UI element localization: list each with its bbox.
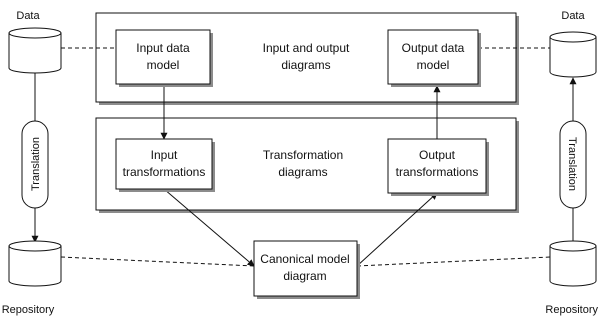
canonical-model-line2: diagram <box>283 269 326 283</box>
repository-left-cylinder-icon <box>8 240 62 287</box>
canonical-model-box <box>253 240 358 297</box>
input-data-model-line2: model <box>147 58 180 72</box>
data-right-cylinder-icon <box>549 31 597 78</box>
output-transformations-line2: transformations <box>396 165 479 179</box>
transformation-diagrams-line2: diagrams <box>278 165 327 179</box>
data-left-label: Data <box>16 10 40 22</box>
dashed-link-repository-left <box>60 256 255 267</box>
canonical-model-line1: Canonical model <box>260 252 349 266</box>
repository-left-label: Repository <box>2 304 55 316</box>
io-diagrams-line2: diagrams <box>281 58 330 72</box>
input-data-model-box <box>115 29 211 85</box>
repository-right-cylinder-icon <box>549 240 597 287</box>
arrow-canonical-to-output-transformations <box>356 192 438 267</box>
repository-right-label: Repository <box>545 304 598 316</box>
data-left-cylinder-icon <box>8 27 62 74</box>
translation-left-capsule <box>21 120 49 209</box>
input-transformations-line2: transformations <box>123 165 206 179</box>
output-data-model-box <box>387 29 479 85</box>
translation-right-label: Translation <box>566 137 578 191</box>
io-diagrams-line1: Input and output <box>263 41 350 55</box>
input-data-model-line1: Input data <box>136 41 190 55</box>
transformation-diagrams-line1: Transformation <box>263 148 343 162</box>
input-transformations-box <box>115 138 213 190</box>
arrow-input-transformations-to-canonical <box>163 188 255 267</box>
output-transformations-box <box>387 138 487 194</box>
dashed-link-repository-right <box>356 256 551 267</box>
output-transformations-line1: Output <box>419 148 456 162</box>
output-data-model-line2: model <box>417 58 450 72</box>
data-right-label: Data <box>561 10 585 22</box>
input-transformations-line1: Input <box>151 148 178 162</box>
output-data-model-line1: Output data <box>402 41 465 55</box>
translation-right-capsule <box>559 120 587 209</box>
translation-left-label: Translation <box>30 137 42 191</box>
